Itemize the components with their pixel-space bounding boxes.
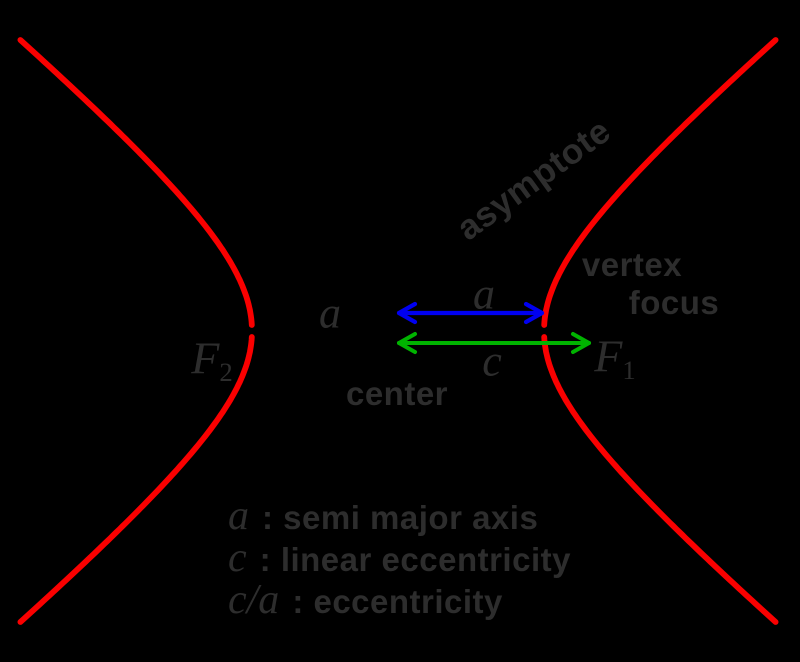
- legend-symbol: a: [228, 493, 249, 539]
- legend-symbol: c/a: [228, 577, 280, 623]
- linear-eccentricity-arrow-part: [397, 332, 417, 354]
- semi-major-axis-arrow-part: [396, 301, 418, 325]
- focus-f2-base: F: [191, 332, 220, 384]
- linear-eccentricity-arrow: [397, 332, 591, 354]
- legend-text: : linear eccentricity: [259, 541, 571, 578]
- legend-symbol: c: [228, 535, 247, 581]
- legend: a : semi major axis c : linear eccentricity…: [228, 492, 571, 623]
- hyperbola-right-branch-lower: [541, 334, 779, 625]
- linear-eccentricity-arrow-part: [571, 332, 591, 354]
- semi-major-axis-arrow: [396, 301, 545, 325]
- vertex-label: vertex: [581, 246, 683, 283]
- legend-text: : eccentricity: [292, 583, 503, 620]
- semi-major-axis-arrow-part: [523, 301, 545, 325]
- hyperbola-right-branch-upper: [541, 37, 779, 328]
- legend-text: : semi major axis: [262, 499, 539, 536]
- legend-row-2: c : linear eccentricity: [228, 534, 571, 581]
- legend-row-1: a : semi major axis: [228, 492, 571, 539]
- focus-label: focus: [628, 284, 720, 321]
- semi-major-axis-a-label: a: [319, 288, 341, 338]
- legend-row-3: c/a : eccentricity: [228, 576, 571, 623]
- c-arrow-label: c: [482, 336, 502, 386]
- focus-f1-base: F: [594, 330, 623, 382]
- focus-f2-subscript: 2: [219, 356, 233, 387]
- a-arrow-label: a: [473, 269, 495, 319]
- focus-f2-label: F2: [191, 332, 233, 387]
- focus-f1-subscript: 1: [622, 354, 636, 385]
- center-label: center: [345, 375, 449, 412]
- focus-f1-label: F1: [594, 330, 636, 385]
- hyperbola-left-branch-upper: [17, 37, 255, 328]
- hyperbola-left-branch-lower: [17, 334, 255, 625]
